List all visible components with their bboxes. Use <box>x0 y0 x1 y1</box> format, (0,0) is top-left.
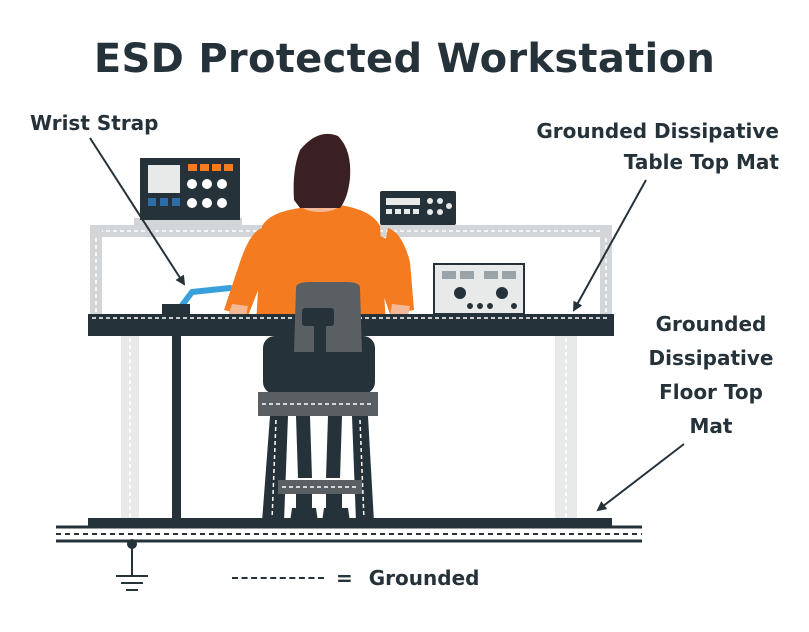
table-mat-arrow <box>573 179 647 312</box>
table-legs <box>121 336 577 522</box>
legend-dashed-line <box>232 577 324 579</box>
oscilloscope-icon <box>134 158 242 226</box>
power-supply-icon <box>433 263 525 315</box>
multimeter-icon <box>380 191 456 225</box>
floor-mat-label-line3: Floor Top <box>659 380 763 404</box>
floor-mat-label-line1: Grounded <box>655 312 767 336</box>
floor-mat-label-line2: Dissipative <box>648 346 774 370</box>
page-title: ESD Protected Workstation <box>93 36 716 82</box>
floor-mat-label: Grounded Dissipative Floor Top Mat <box>636 307 786 443</box>
legend: = Grounded <box>232 566 479 590</box>
legend-label: Grounded <box>368 566 480 590</box>
wrist-strap-icon <box>162 285 233 316</box>
floor-mat <box>56 518 642 543</box>
table-mat-label: Grounded Dissipative Table Top Mat <box>499 116 779 178</box>
stool-icon <box>258 282 378 522</box>
floor-mat-arrow <box>596 443 685 512</box>
wrist-strap-label: Wrist Strap <box>30 111 159 135</box>
table-mat-label-line2: Table Top Mat <box>623 150 779 174</box>
legend-equals: = <box>336 566 353 590</box>
ground-symbol-icon <box>116 539 148 591</box>
table-mat-label-line1: Grounded Dissipative <box>536 119 779 143</box>
floor-mat-label-line4: Mat <box>689 414 733 438</box>
wrist-strap-arrow <box>89 137 186 286</box>
